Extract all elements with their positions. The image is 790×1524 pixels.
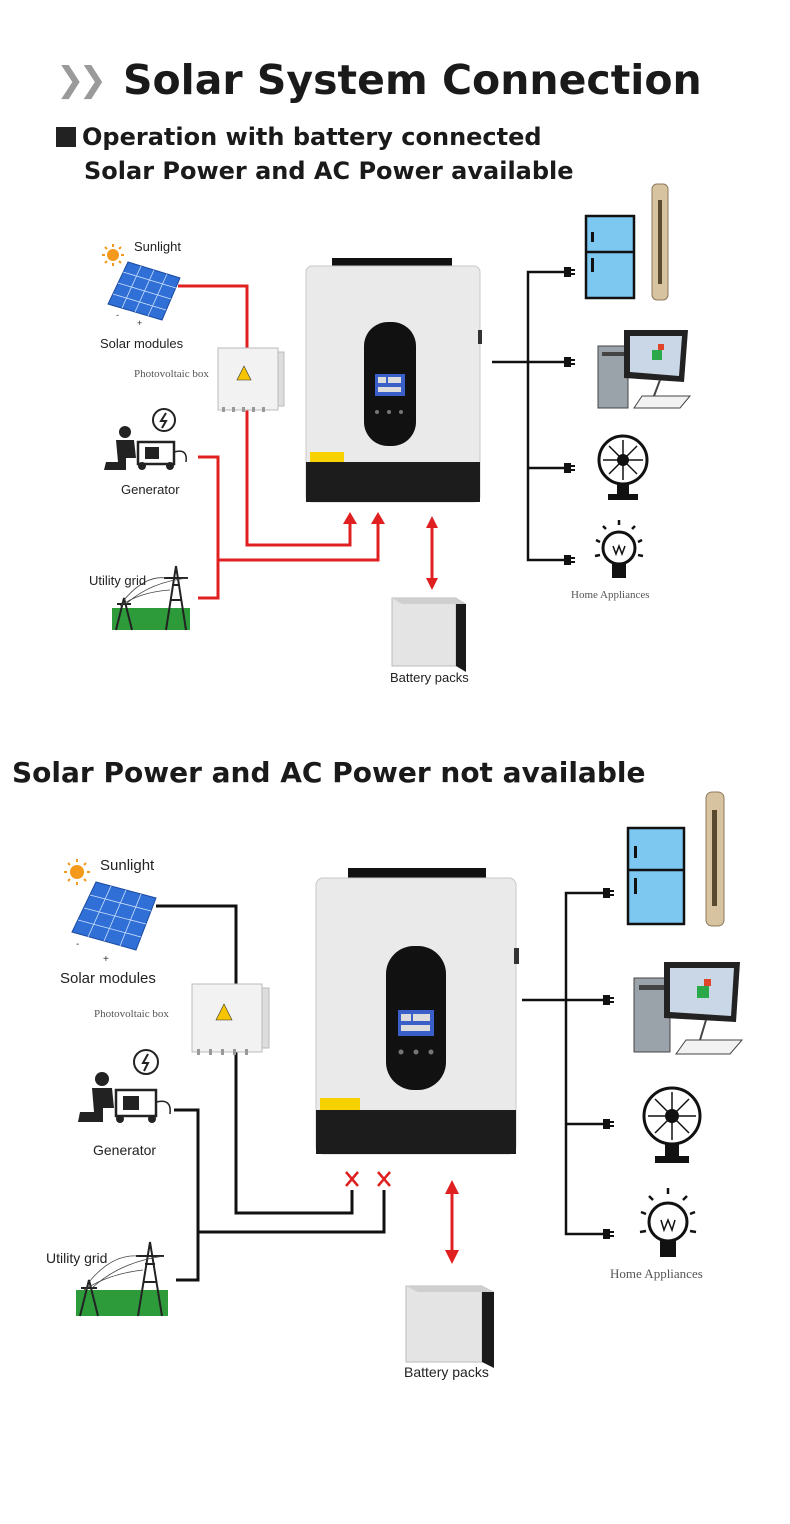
light-bulb-icon — [594, 520, 644, 578]
section1-heading-line2: Solar Power and AC Power available — [84, 157, 574, 185]
sun-icon-2 — [64, 859, 90, 885]
svg-text:+: + — [103, 954, 109, 965]
fridge-icon — [584, 214, 636, 300]
bullet-square-icon — [56, 127, 76, 147]
fridge-icon-2 — [626, 826, 686, 926]
output-wiring-2 — [522, 891, 604, 1236]
desk-fan-icon-2 — [642, 1086, 702, 1163]
section2-heading: Solar Power and AC Power not available — [12, 756, 646, 789]
desk-fan-icon — [597, 434, 649, 500]
solar-modules-label-1: Solar modules — [100, 336, 184, 351]
generator-icon — [104, 408, 187, 470]
arrow-head-pv — [343, 512, 357, 524]
tower-fan-icon-2 — [705, 791, 725, 927]
solar-modules-label-2: Solar modules — [60, 970, 156, 987]
inactive-wiring — [156, 904, 386, 1282]
utility-grid-icon-2 — [76, 1241, 168, 1317]
battery-arrow — [445, 1180, 459, 1264]
svg-text:+: + — [137, 318, 142, 328]
utility-grid-label-1: Utility grid — [89, 573, 147, 588]
solar-panel-icon: - + — [107, 261, 181, 328]
pv-box-icon-2 — [191, 983, 270, 1055]
sun-icon — [102, 244, 124, 266]
diagram-2: - + — [64, 791, 744, 1368]
plug-icons-2 — [603, 888, 614, 1239]
section1-heading-line1: Operation with battery connected — [82, 123, 542, 151]
inverter-icon — [305, 258, 482, 503]
generator-label-1: Generator — [121, 482, 180, 497]
generator-icon-2 — [78, 1049, 171, 1123]
battery-icon — [391, 597, 466, 672]
home-appliances-label-2: Home Appliances — [610, 1266, 703, 1281]
inverter-icon-2 — [315, 868, 519, 1155]
battery-label-1: Battery packs — [390, 670, 469, 685]
utility-grid-icon — [112, 565, 190, 631]
svg-text:-: - — [116, 310, 119, 320]
home-appliances-label-1: Home Appliances — [571, 589, 650, 601]
pv-box-icon — [217, 347, 285, 412]
computer-icon — [597, 330, 692, 409]
page-title: ❯❯ Solar System Connection — [56, 52, 702, 108]
output-wiring — [492, 270, 565, 562]
diagram-1: - + — [102, 183, 692, 672]
generator-label-2: Generator — [93, 1142, 157, 1158]
light-bulb-icon-2 — [639, 1188, 697, 1257]
sunlight-label-2: Sunlight — [100, 857, 155, 874]
disconnect-x-icon — [345, 1171, 391, 1187]
arrow-head-ac — [371, 512, 385, 524]
pv-box-label-1: Photovoltaic box — [134, 368, 209, 380]
battery-icon-2 — [405, 1285, 494, 1368]
chevron-right-icon: ❯❯ — [56, 60, 107, 100]
section1-heading: Operation with battery connected Solar P… — [56, 120, 574, 188]
tower-fan-icon — [651, 183, 669, 301]
computer-icon-2 — [633, 962, 744, 1055]
sunlight-label-1: Sunlight — [134, 239, 181, 254]
active-wiring — [178, 284, 438, 600]
page-title-text: Solar System Connection — [122, 56, 702, 104]
solar-panel-icon-2: - + — [71, 881, 157, 965]
plug-icons — [564, 267, 575, 565]
utility-grid-label-2: Utility grid — [46, 1250, 108, 1266]
svg-text:-: - — [76, 939, 79, 950]
pv-box-label-2: Photovoltaic box — [94, 1008, 169, 1020]
battery-label-2: Battery packs — [404, 1364, 489, 1380]
